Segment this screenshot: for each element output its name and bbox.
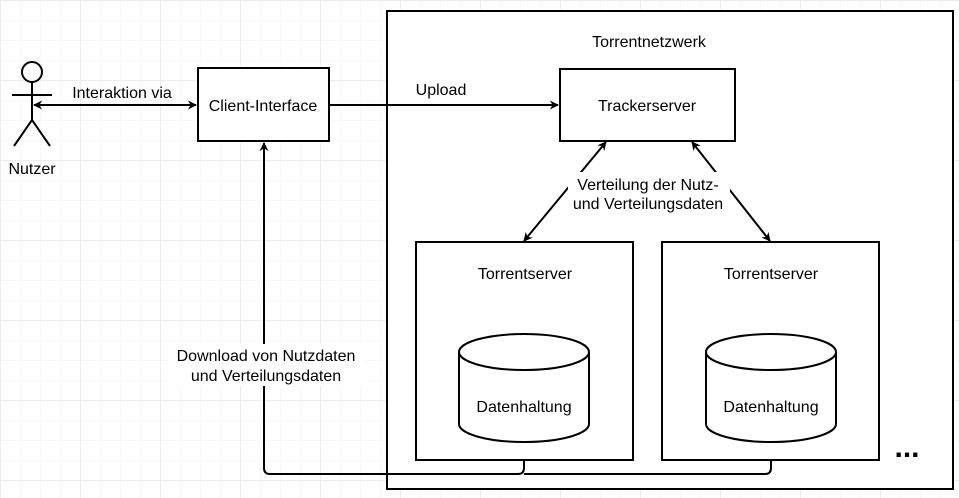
storage-2-cylinder-icon[interactable]: [705, 333, 837, 443]
storage-2-label: Datenhaltung: [723, 399, 818, 416]
client-interface-label: Client-Interface: [209, 98, 318, 115]
tracker-server-node[interactable]: [559, 68, 736, 142]
torrent-network-title: Torrentnetzwerk: [592, 34, 707, 51]
distribution-edge-left[interactable]: [523, 141, 607, 242]
upload-edge-label: Upload: [416, 82, 467, 99]
storage-1-cylinder-icon[interactable]: [458, 333, 590, 443]
torrent-server-1-title: Torrentserver: [478, 266, 573, 283]
distribution-edge-right[interactable]: [691, 141, 771, 242]
download-edge-server-1[interactable]: [259, 142, 525, 475]
distribution-edge-label-line2: und Verteilungsdaten: [573, 196, 723, 213]
distribution-edge-label-line1: Verteilung der Nutz-: [577, 177, 718, 194]
tracker-server-label: Trackerserver: [598, 98, 697, 115]
user-actor-icon[interactable]: [12, 61, 52, 147]
more-servers-ellipsis: ...: [894, 431, 919, 464]
user-actor-label: Nutzer: [8, 161, 56, 178]
storage-1-label: Datenhaltung: [476, 399, 571, 416]
download-label-background: [168, 344, 364, 386]
download-edge-server-2[interactable]: [524, 460, 772, 475]
client-interface-node[interactable]: [197, 67, 330, 142]
download-edge-label-line2: und Verteilungsdaten: [191, 368, 341, 385]
download-edge-label-line1: Download von Nutzdaten: [177, 348, 356, 365]
interaction-edge-label: Interaktion via: [72, 85, 172, 102]
distribution-label-background: [568, 172, 730, 214]
torrent-server-2-title: Torrentserver: [724, 266, 819, 283]
